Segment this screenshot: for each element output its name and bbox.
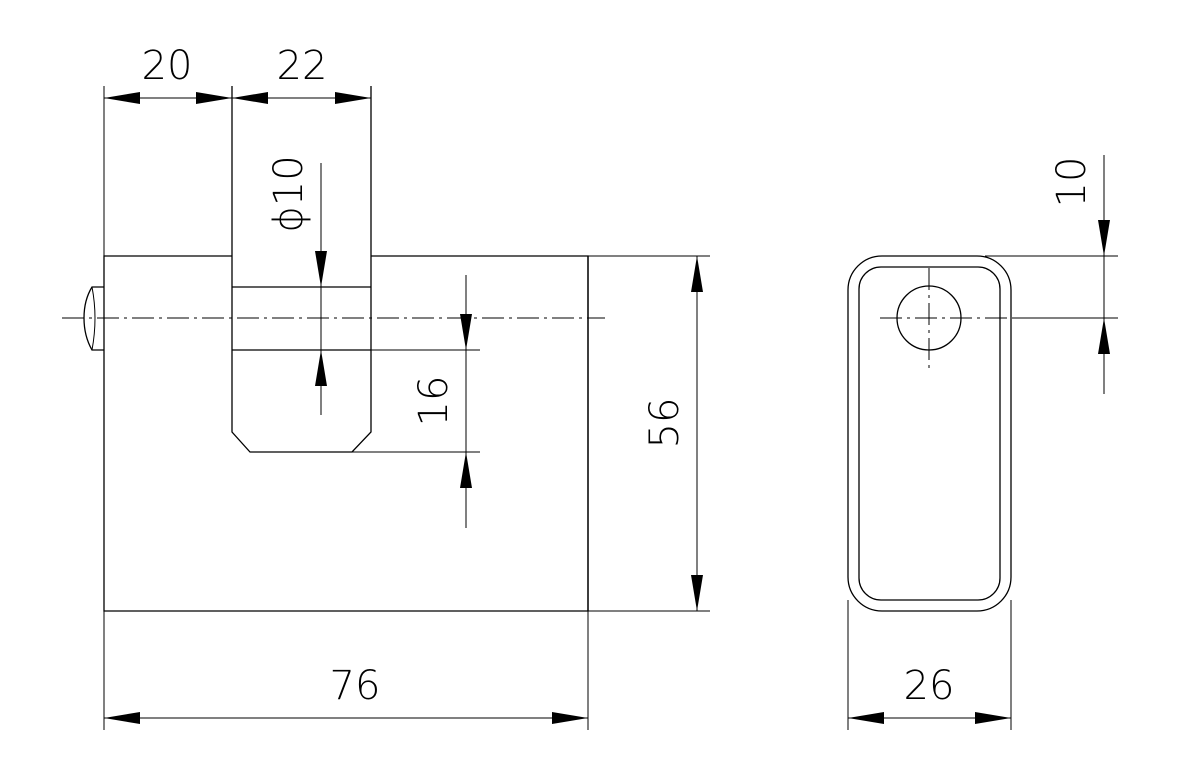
dim-56-label: 56 (642, 398, 688, 449)
arrow-22-left (232, 92, 268, 104)
key-pin-inner (91, 286, 96, 351)
dim-20-label: 20 (142, 43, 193, 89)
arrow-76-left (104, 712, 140, 724)
front-view (62, 86, 605, 612)
arrow-56-top (691, 256, 703, 292)
side-outer-outline (847, 255, 1012, 612)
arrow-dia-bottom (315, 350, 327, 386)
arrow-dia-top (315, 251, 327, 287)
side-inner-outline (858, 266, 1001, 601)
arrow-76-right (552, 712, 588, 724)
dim-diameter-label: ϕ10 (266, 155, 312, 232)
arrow-20-right (196, 92, 232, 104)
arrow-56-bottom (691, 575, 703, 611)
dim-16-label: 16 (411, 376, 457, 427)
front-body-outline (103, 255, 589, 612)
arrow-16-top (460, 314, 472, 350)
dim-26-label: 26 (904, 663, 955, 709)
front-dimensions: 20 22 ϕ10 16 56 76 (103, 43, 710, 730)
side-dimensions: 26 10 (847, 155, 1118, 730)
dim-22-label: 22 (277, 43, 328, 89)
arrow-26-left (848, 712, 884, 724)
dim-10-label: 10 (1049, 157, 1095, 208)
dim-76-label: 76 (330, 663, 381, 709)
arrow-16-bottom (460, 452, 472, 488)
arrow-10-top (1098, 220, 1110, 256)
arrow-22-right (335, 92, 371, 104)
arrow-10-bottom (1098, 318, 1110, 354)
arrow-20-left (104, 92, 140, 104)
side-view (847, 255, 1012, 612)
shackle-block (231, 86, 372, 453)
arrow-26-right (975, 712, 1011, 724)
